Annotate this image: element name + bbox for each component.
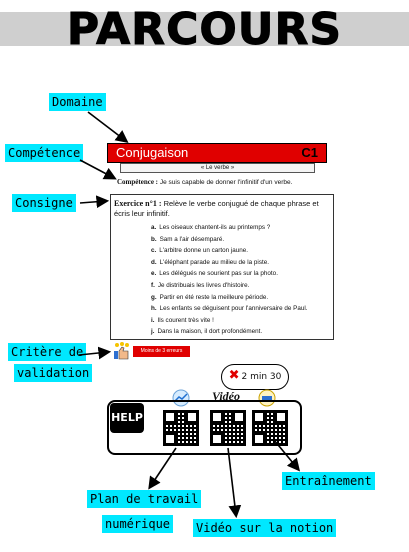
timer-text: 2 min 30	[241, 372, 282, 382]
list-item: e.Les délégués ne sourient pas sur la ph…	[151, 270, 278, 278]
train-badge-icon	[258, 389, 276, 407]
competence-label: Compétence :	[117, 178, 159, 186]
list-item: c.L'arbitre donne un carton jaune.	[151, 247, 248, 255]
exercise-box: Exercice n°1 : Relève le verbe conjugué …	[110, 194, 334, 340]
exercise-instruction: Exercice n°1 : Relève le verbe conjugué …	[114, 199, 330, 219]
label-competence: Compétence	[5, 144, 84, 162]
qr-entrainement[interactable]	[252, 410, 288, 446]
label-entrainement: Entraînement	[282, 472, 375, 490]
list-item: a.Les oiseaux chantent-ils au printemps …	[151, 224, 271, 231]
chart-icon	[172, 389, 190, 407]
list-item: g.Partir en été reste la meilleure pério…	[151, 293, 269, 301]
card-subheader: « Le verbe »	[120, 163, 315, 173]
timer-bubble: ✖2 min 30	[221, 364, 289, 390]
qr-plan-de-travail[interactable]	[163, 410, 199, 446]
competence-text: Je suis capable de donner l'infinitif d'…	[159, 179, 293, 186]
list-item: i.Ils courent très vite !	[151, 316, 214, 324]
exercise-title: Exercice n°1 :	[114, 199, 162, 208]
qr-video[interactable]	[210, 410, 246, 446]
domain-text: Conjugaison	[116, 145, 189, 160]
card-header: Conjugaison C1	[107, 143, 327, 163]
label-plan-line2: numérique	[102, 515, 174, 533]
help-box	[107, 400, 302, 455]
thumbs-up-icon	[114, 342, 129, 360]
label-plan-line1: Plan de travail	[87, 490, 202, 508]
list-item: j.Dans la maison, il dort profondément.	[151, 328, 263, 336]
exercise-list: a.Les oiseaux chantent-ils au printemps …	[151, 222, 308, 338]
label-consigne: Consigne	[12, 194, 76, 212]
label-video: Vidéo sur la notion	[193, 519, 337, 537]
video-word: Vidéo	[212, 389, 241, 403]
competence-line: Compétence : Je suis capable de donner l…	[117, 178, 292, 186]
help-badge: HELP	[110, 403, 144, 433]
cross-icon: ✖	[228, 368, 240, 383]
label-critere-line1: Critère de	[8, 343, 87, 361]
label-domaine: Domaine	[49, 93, 106, 111]
list-item: h.Les enfants se déguisent pour l'annive…	[151, 305, 308, 313]
page-title: PARCOURS	[66, 4, 343, 55]
validation-badge: Moins de 3 erreurs	[133, 346, 190, 357]
list-item: d.L'éléphant parade au milieu de la pist…	[151, 258, 269, 266]
card-code: C1	[301, 145, 318, 160]
title-banner	[0, 12, 409, 46]
exercise-instruction-text: Relève le verbe conjugué de chaque phras…	[114, 199, 319, 218]
label-critere-line2: validation	[14, 364, 93, 382]
list-item: f.Je distribuais les livres d'histoire.	[151, 281, 250, 289]
list-item: b.Sam a l'air désemparé.	[151, 235, 225, 243]
